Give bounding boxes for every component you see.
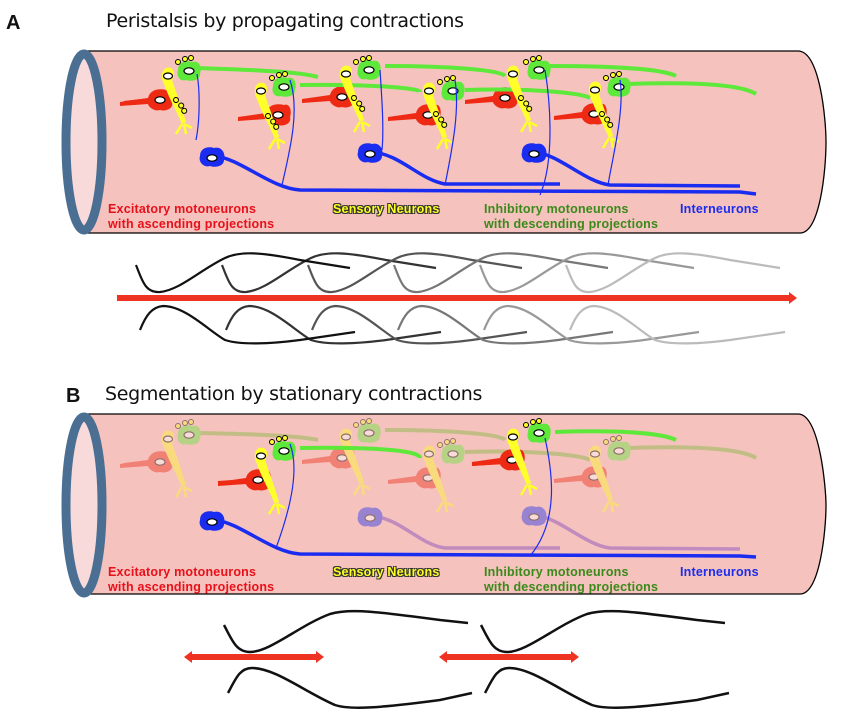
active-neuron-group xyxy=(217,435,422,549)
panel-b-bidirectional-arrow xyxy=(184,651,324,663)
active-neuron-group xyxy=(471,418,677,557)
wave-contraction xyxy=(220,252,442,345)
wave-contraction xyxy=(479,609,730,709)
interneuron xyxy=(357,142,384,164)
panel-a-label-inhibitory: Inhibitory motoneurons with descending p… xyxy=(484,202,658,232)
panel-b-bidirectional-arrow xyxy=(439,651,579,663)
label-line: with ascending projections xyxy=(108,217,275,231)
label-line: with ascending projections xyxy=(108,580,275,594)
label-line: with descending projections xyxy=(484,580,659,594)
panel-b-label-inhibitory: Inhibitory motoneurons with descending p… xyxy=(484,565,658,595)
panel-a-propagating-waves xyxy=(134,252,786,345)
label-line: Excitatory motoneurons xyxy=(108,202,257,216)
excitatory-motoneuron xyxy=(119,88,174,112)
interneuron xyxy=(521,142,548,164)
panel-a-neurons xyxy=(119,55,758,196)
panel-b-label-sensory: Sensory Neurons xyxy=(333,565,440,579)
panel-a-gut xyxy=(61,49,827,235)
wave-contraction xyxy=(392,252,614,345)
label-line: Inhibitory motoneurons xyxy=(484,202,629,216)
wave-contraction xyxy=(564,252,786,345)
inactive-neuron-group xyxy=(119,418,758,551)
label-line: Excitatory motoneurons xyxy=(108,565,257,579)
panel-b-letter: B xyxy=(66,385,81,407)
wave-contraction xyxy=(478,252,700,345)
panel-b-stationary-waves xyxy=(222,609,730,709)
panel-b-label-interneurons: Interneurons xyxy=(680,565,759,579)
panel-a-label-excitatory: Excitatory motoneurons with ascending pr… xyxy=(108,202,274,232)
label-line: Inhibitory motoneurons xyxy=(484,565,629,579)
excitatory-motoneuron xyxy=(237,103,292,127)
label-line: with descending projections xyxy=(484,217,659,231)
wave-contraction xyxy=(134,252,356,345)
panel-a-title: Peristalsis by propagating contractions xyxy=(106,10,464,32)
interneuron xyxy=(199,146,226,168)
panel-a-letter: A xyxy=(6,12,21,34)
panel-a-label-sensory: Sensory Neurons xyxy=(333,202,440,216)
panel-a-label-interneurons: Interneurons xyxy=(680,202,759,216)
panel-b-title: Segmentation by stationary contractions xyxy=(105,383,483,405)
interneuron xyxy=(199,510,226,532)
panel-b-label-excitatory: Excitatory motoneurons with ascending pr… xyxy=(108,565,274,595)
panel-b-gut xyxy=(61,412,827,598)
wave-contraction xyxy=(222,609,473,709)
panel-b-neurons xyxy=(119,418,758,559)
panel-a-propagation-arrow xyxy=(117,292,797,304)
wave-contraction xyxy=(306,252,528,345)
